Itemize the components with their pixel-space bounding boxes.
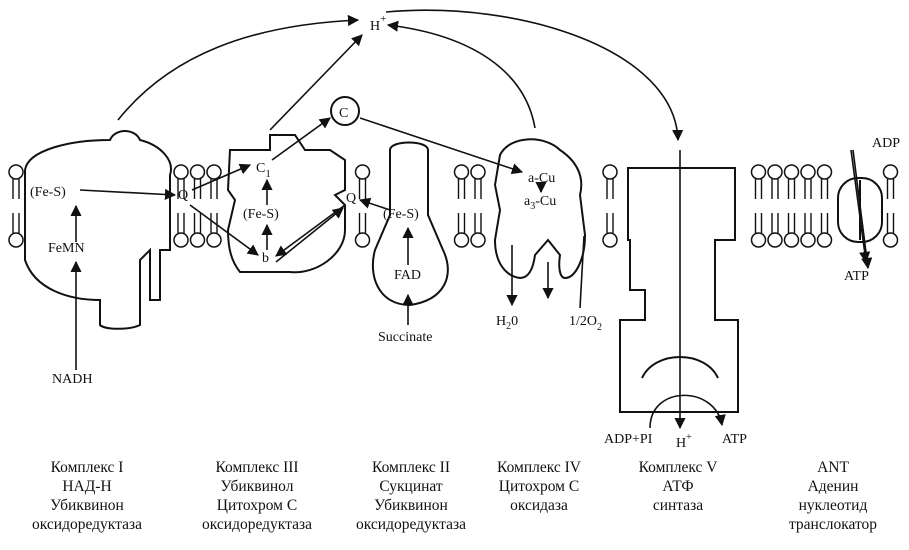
lipid-head-bottom-49 <box>801 233 815 247</box>
lipid-head-bottom-48 <box>785 233 799 247</box>
arrow-cytc-to-complex-iv <box>360 118 522 172</box>
lipid-head-top-50 <box>818 165 832 179</box>
lipid-head-top-48 <box>785 165 799 179</box>
caption-ant: ANT Аденин нуклеотид транслокатор <box>758 458 908 534</box>
caption-complex-iv-line-1: Комплекс IV <box>464 458 614 477</box>
complex-i-shape <box>25 131 171 329</box>
caption-complex-v-line-2: АТФ <box>608 477 748 496</box>
succinate-label: Succinate <box>378 330 432 345</box>
lipid-head-bottom-50 <box>818 233 832 247</box>
atp-label-complex-v: ATP <box>722 432 747 447</box>
caption-complex-i-line-3: Убиквинон <box>2 496 172 515</box>
caption-ant-line-4: транслокатор <box>758 515 908 534</box>
a-cu-label: a-Cu <box>528 171 555 186</box>
lipid-head-bottom-37 <box>603 233 617 247</box>
caption-complex-v: Комплекс V АТФ синтаза <box>608 458 748 515</box>
caption-ant-line-2: Аденин <box>758 477 908 496</box>
caption-complex-iii-line-3: Цитохром С <box>172 496 342 515</box>
lipid-head-top-11 <box>174 165 188 179</box>
caption-complex-iii-line-1: Комплекс III <box>172 458 342 477</box>
complex-i-fes-label: (Fe-S) <box>30 185 66 200</box>
arrow-complex-iv-to-proton <box>388 25 535 128</box>
lipid-head-top-47 <box>768 165 782 179</box>
lipid-head-top-13 <box>207 165 221 179</box>
caption-complex-iv-line-2: Цитохром С <box>464 477 614 496</box>
caption-complex-i: Комплекс I НАД-Н Убиквинон оксидоредукта… <box>2 458 172 534</box>
ubiquinone-label-1: Q <box>178 188 188 203</box>
caption-complex-v-line-3: синтаза <box>608 496 748 515</box>
lipid-head-bottom-1 <box>9 233 23 247</box>
lipid-head-top-22 <box>356 165 370 179</box>
caption-complex-i-line-1: Комплекс I <box>2 458 172 477</box>
arrow-complex-ii-fes-to-q <box>360 200 390 210</box>
cyt-b-label: b <box>262 251 269 266</box>
lipid-head-bottom-12 <box>191 233 205 247</box>
fad-label: FAD <box>394 268 421 283</box>
caption-ant-line-1: ANT <box>758 458 908 477</box>
lipid-head-top-28 <box>455 165 469 179</box>
lipid-head-top-49 <box>801 165 815 179</box>
complex-v-shape <box>620 168 738 412</box>
water-label: H20 <box>496 314 518 332</box>
proton-label-2: H+ <box>676 432 692 451</box>
nadh-label: NADH <box>52 372 92 387</box>
fmn-label: FeMN <box>48 241 85 256</box>
complex-iii-fes-label: (Fe-S) <box>243 207 279 222</box>
complex-iii-shape <box>228 135 345 272</box>
caption-complex-iii-line-2: Убиквинол <box>172 477 342 496</box>
oxygen-label: 1/2O2 <box>569 314 602 333</box>
caption-ant-line-3: нуклеотид <box>758 496 908 515</box>
lipid-head-top-54 <box>884 165 898 179</box>
adp-pi-label: ADP+PI <box>604 432 653 447</box>
lipid-head-bottom-54 <box>884 233 898 247</box>
atp-label-ant: ATP <box>844 269 869 284</box>
lipid-head-bottom-47 <box>768 233 782 247</box>
arrow-proton-to-complex-v <box>386 10 678 140</box>
arrow-complex-i-to-proton <box>118 20 358 120</box>
caption-complex-iv-line-3: оксидаза <box>464 496 614 515</box>
caption-complex-iii-line-4: оксидоредуктаза <box>172 515 342 534</box>
caption-complex-i-line-4: оксидоредуктаза <box>2 515 172 534</box>
ubiquinone-label-2: Q <box>346 191 356 206</box>
cytochrome-c-label: C <box>339 106 348 121</box>
lipid-head-bottom-13 <box>207 233 221 247</box>
lipid-head-bottom-28 <box>455 233 469 247</box>
lipid-head-bottom-29 <box>471 233 485 247</box>
lipid-head-top-29 <box>471 165 485 179</box>
proton-label: H+ <box>370 13 386 34</box>
lipid-head-bottom-46 <box>752 233 766 247</box>
lipid-head-bottom-22 <box>356 233 370 247</box>
lipid-head-top-37 <box>603 165 617 179</box>
caption-complex-iv: Комплекс IV Цитохром С оксидаза <box>464 458 614 515</box>
caption-complex-ii-line-4: оксидоредуктаза <box>326 515 496 534</box>
caption-complex-i-line-2: НАД-Н <box>2 477 172 496</box>
lipid-head-top-46 <box>752 165 766 179</box>
lipid-head-top-12 <box>191 165 205 179</box>
caption-complex-v-line-1: Комплекс V <box>608 458 748 477</box>
lipid-head-bottom-11 <box>174 233 188 247</box>
caption-complex-iii: Комплекс III Убиквинол Цитохром С оксидо… <box>172 458 342 534</box>
lipid-head-top-1 <box>9 165 23 179</box>
adp-label-ant: ADP <box>872 136 900 151</box>
